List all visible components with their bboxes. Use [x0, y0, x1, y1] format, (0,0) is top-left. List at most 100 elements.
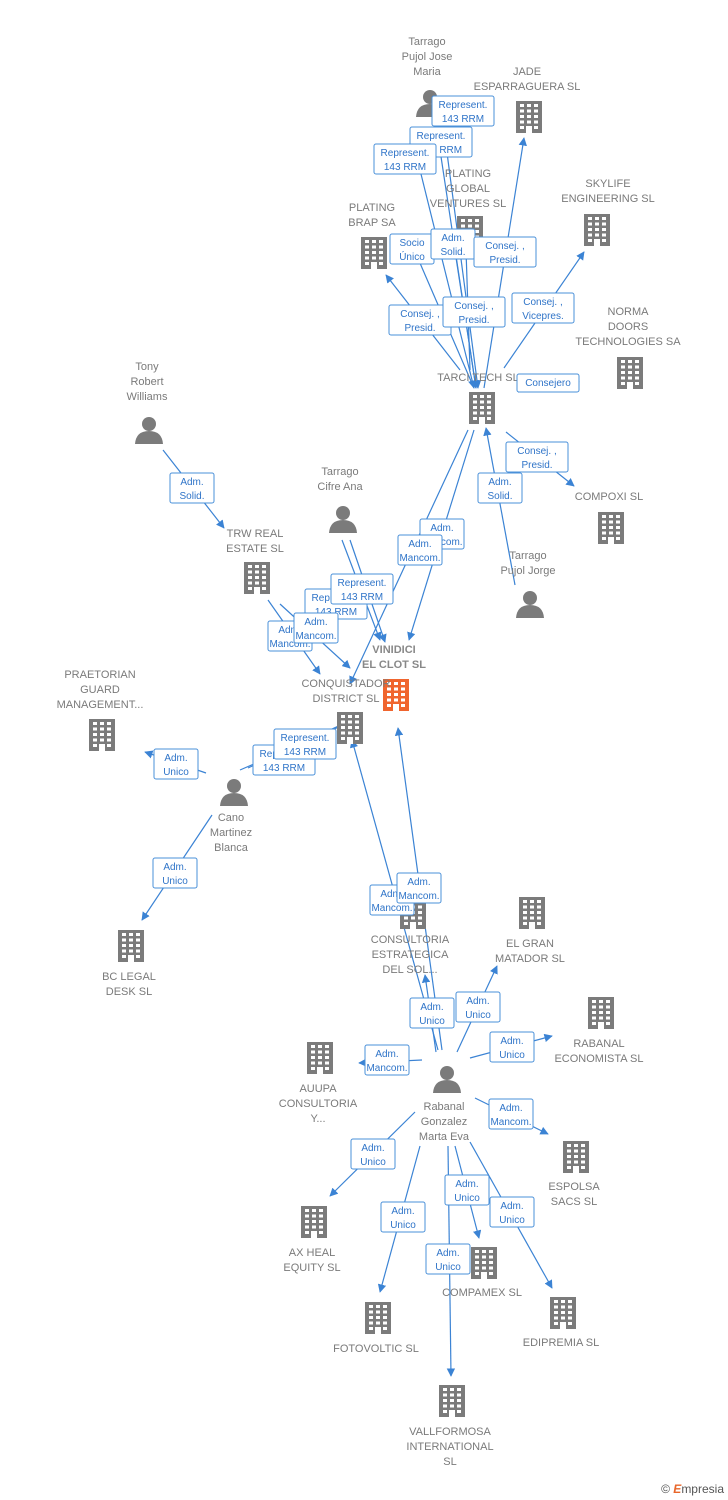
building-icon: [337, 712, 363, 744]
node-c-compoxi[interactable]: COMPOXI SL: [575, 491, 643, 544]
edge-label-box[interactable]: Adm. Unico: [455, 991, 501, 1023]
edge-label-box[interactable]: Consej. ,Presid.: [388, 304, 452, 336]
edge-label-text: Vicepres.: [522, 311, 564, 322]
building-icon: [89, 719, 115, 751]
node-label: DOORS: [608, 321, 648, 333]
edge-label-box[interactable]: Consejero: [516, 373, 580, 393]
edge-label-text: Adm.: [455, 1179, 478, 1190]
edge-label-box[interactable]: Adm.Unico: [489, 1031, 535, 1063]
edge-label-box[interactable]: Represent.143 RRM: [330, 573, 394, 605]
node-label: MATADOR SL: [495, 953, 565, 965]
node-c-compamex[interactable]: COMPAMEX SL: [442, 1247, 522, 1299]
node-label: BC LEGAL: [102, 971, 156, 983]
node-c-tarci[interactable]: TARCI TECH SL: [437, 372, 519, 424]
edge-label-box[interactable]: Adm. Unico: [350, 1138, 396, 1170]
node-c-praetorian[interactable]: PRAETORIANGUARDMANAGEMENT...: [57, 669, 144, 751]
edge-label-text: Unico: [454, 1193, 480, 1204]
edge-label-text: Adm.: [375, 1049, 398, 1060]
edge-label-text: Consej. ,: [517, 446, 556, 457]
edge-label-box[interactable]: Consej. ,Presid.: [442, 296, 506, 328]
edge-label-box[interactable]: Adm.Unico: [153, 748, 199, 780]
edge-label-text: Adm.: [466, 996, 489, 1007]
edge-label-text: Unico: [465, 1010, 491, 1021]
node-label: Rabanal: [424, 1101, 465, 1113]
node-label: AX HEAL: [289, 1247, 335, 1259]
edge-label-box[interactable]: Consej. , Vicepres.: [511, 292, 575, 324]
node-label: SKYLIFE: [585, 178, 630, 190]
edge-label-text: Consej. ,: [523, 297, 562, 308]
building-icon: [588, 997, 614, 1029]
edge-label-box[interactable]: Adm.Solid.: [169, 472, 215, 504]
node-label: ESTRATEGICA: [372, 949, 449, 961]
edge-label-box[interactable]: Represent.143 RRM: [273, 728, 337, 760]
node-c-el-gran[interactable]: EL GRAN MATADOR SL: [495, 897, 565, 965]
edge-label-box[interactable]: Adm.Unico: [489, 1196, 535, 1228]
node-label: PRAETORIAN: [64, 669, 135, 681]
edge-label-box[interactable]: Adm.Unico: [152, 857, 198, 889]
node-label: Martinez: [210, 827, 252, 839]
edge-label-text: Adm.: [163, 862, 186, 873]
edge-label-box[interactable]: Consej. ,Presid.: [505, 441, 569, 473]
edge-label-box[interactable]: Adm.Solid.: [430, 228, 476, 260]
node-label: DISTRICT SL: [312, 693, 379, 705]
edge-label-box[interactable]: Represent.143 RRM: [431, 95, 495, 127]
person-icon: [220, 779, 248, 806]
node-c-fotovoltic[interactable]: FOTOVOLTIC SL: [333, 1302, 419, 1355]
edge-label-box[interactable]: Adm.Mancom.: [397, 534, 443, 566]
building-icon: [439, 1385, 465, 1417]
edge-label-text: Presid.: [458, 315, 489, 326]
edge-label-box[interactable]: Adm. Mancom.: [364, 1044, 410, 1076]
edge-label-box[interactable]: Adm.Unico: [380, 1201, 426, 1233]
person-icon: [329, 506, 357, 533]
node-c-edipremia[interactable]: EDIPREMIA SL: [523, 1297, 599, 1349]
edge-label-text: Adm.: [420, 1002, 443, 1013]
building-icon: [550, 1297, 576, 1329]
node-label: Tony: [135, 361, 159, 373]
building-icon: [118, 930, 144, 962]
edge-label-text: Adm.: [430, 523, 453, 534]
edge-label-box[interactable]: Adm.Mancom.: [488, 1098, 534, 1130]
edge-label-box[interactable]: Represent.143 RRM: [373, 143, 437, 175]
node-c-auupa[interactable]: AUUPACONSULTORIAY...: [279, 1042, 358, 1125]
edge-label-text: Unico: [419, 1016, 445, 1027]
node-label: Pujol Jose: [402, 51, 453, 63]
node-label: JADE: [513, 66, 541, 78]
edge-label-text: Unico: [360, 1157, 386, 1168]
edge-label-box[interactable]: Adm.Mancom.: [293, 612, 339, 644]
edge-label-box[interactable]: Adm. Unico: [444, 1174, 490, 1206]
edge-label-text: Adm.: [499, 1103, 522, 1114]
node-label: EL GRAN: [506, 938, 554, 950]
node-label: RABANAL: [573, 1038, 624, 1050]
edge-label-text: Adm.: [361, 1143, 384, 1154]
edge-label-text: Unico: [499, 1215, 525, 1226]
building-icon: [471, 1247, 497, 1279]
edge-label-box[interactable]: Adm.Unico: [425, 1243, 471, 1275]
edge-label-text: Adm.: [391, 1206, 414, 1217]
edge-label-box[interactable]: Adm. Unico: [409, 997, 455, 1029]
node-label: NORMA: [608, 306, 650, 318]
edge-label-box[interactable]: Consej. ,Presid.: [473, 236, 537, 268]
edge-label-box[interactable]: Adm.Solid.: [477, 472, 523, 504]
edge-label-text: Mancom.: [366, 1063, 407, 1074]
edge-label-box[interactable]: Adm.Mancom.: [396, 872, 442, 904]
